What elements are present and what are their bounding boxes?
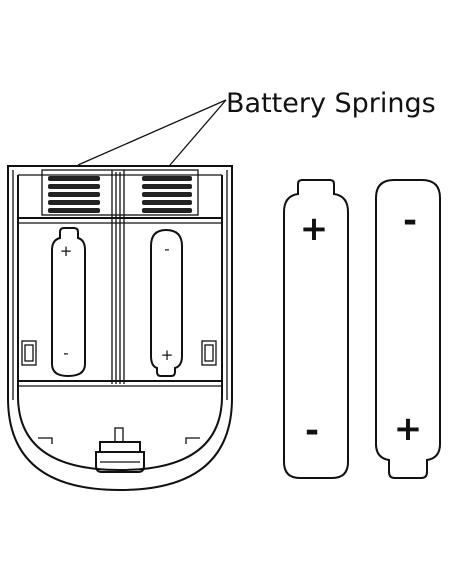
right-contact-clip: [201, 340, 217, 366]
battery-compartment: + - - +: [7, 165, 233, 492]
right-slot-top-sign: -: [164, 240, 169, 258]
battery-springs-callout: Battery Springs: [77, 88, 436, 166]
left-battery-slot: + -: [51, 227, 86, 378]
battery-1-bottom-sign: -: [305, 411, 319, 451]
callout-leader-left: [77, 99, 227, 166]
right-battery-slot: - +: [150, 228, 183, 377]
housing-outer-shell: [7, 165, 233, 492]
battery-2-bottom-sign: +: [394, 409, 423, 449]
battery-1: + -: [283, 179, 349, 479]
left-slot-bottom-sign: -: [63, 344, 68, 362]
left-battery-spring: [48, 176, 100, 213]
right-battery-spring: [142, 176, 192, 213]
right-slot-bottom-sign: +: [161, 346, 174, 364]
battery-2: - +: [375, 179, 441, 479]
callout-label: Battery Springs: [226, 88, 436, 119]
left-contact-clip: [21, 340, 37, 366]
battery-2-top-sign: -: [403, 201, 417, 241]
latch-tab: [95, 427, 145, 473]
left-slot-top-sign: +: [60, 242, 73, 260]
battery-1-top-sign: +: [300, 209, 329, 249]
housing-inner-shell: [17, 175, 223, 472]
callout-leader-right: [169, 99, 227, 166]
